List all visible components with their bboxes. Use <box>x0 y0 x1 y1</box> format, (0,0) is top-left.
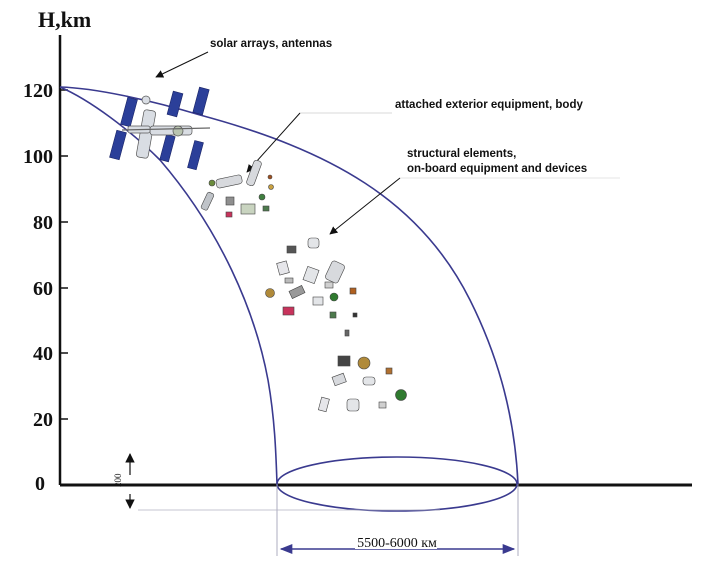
callout-exterior-equipment: attached exterior equipment, body <box>246 99 583 173</box>
callout-structural-elements-line2: on-board equipment and devices <box>407 163 587 175</box>
callout-solar-arrays-text: solar arrays, antennas <box>210 38 332 50</box>
small-dimension: 200 <box>113 453 440 511</box>
y-axis-title: H,km <box>38 7 91 32</box>
space-station-icon <box>109 86 211 171</box>
y-tick-label: 0 <box>35 473 45 495</box>
footprint-dimension: 5500-6000 км <box>276 484 519 556</box>
callout-exterior-equipment-text: attached exterior equipment, body <box>395 99 583 111</box>
y-tick-label: 60 <box>33 278 53 300</box>
callout-structural-elements-line1: structural elements, <box>407 148 516 160</box>
y-tick-label: 40 <box>33 343 53 365</box>
footprint-width-label: 5500-6000 км <box>357 536 437 551</box>
y-tick-label: 20 <box>33 409 53 431</box>
y-tick-marks <box>60 89 68 420</box>
callout-structural-elements: structural elements, on-board equipment … <box>329 148 620 235</box>
y-tick-labels: 120 100 80 60 40 20 0 <box>23 80 53 495</box>
small-dimension-label: 200 <box>113 473 123 487</box>
y-tick-label: 120 <box>23 80 53 102</box>
callout-solar-arrays: solar arrays, antennas <box>155 38 332 78</box>
debris-fragments-icon <box>200 159 407 413</box>
y-tick-label: 100 <box>23 146 53 168</box>
y-tick-label: 80 <box>33 212 53 234</box>
